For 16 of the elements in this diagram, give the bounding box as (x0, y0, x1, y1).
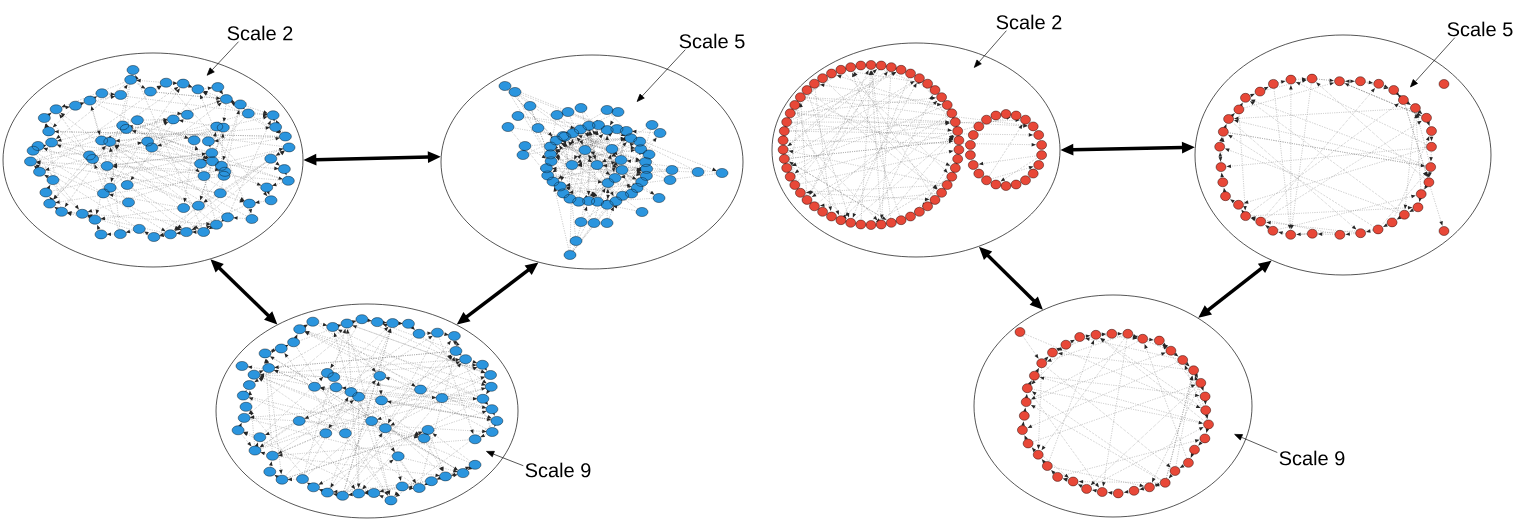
arrow (973, 30, 1007, 68)
scale-label: Scale 5 (1447, 21, 1513, 37)
ellipse-outline (440, 54, 744, 270)
scale-label: Scale 9 (1279, 450, 1345, 466)
arrow (486, 451, 524, 467)
scale-label: Scale 2 (996, 14, 1062, 30)
scale-label: Scale 9 (525, 462, 591, 478)
arrow (1410, 37, 1456, 88)
arrow (1234, 434, 1278, 453)
arrow (206, 41, 239, 76)
ellipse-outline (2, 52, 304, 268)
scale-label: Scale 2 (227, 25, 293, 41)
arrow (636, 49, 686, 102)
scale-label: Scale 5 (679, 33, 745, 49)
ellipse-outline (215, 303, 519, 519)
ellipse-outline (771, 42, 1061, 258)
